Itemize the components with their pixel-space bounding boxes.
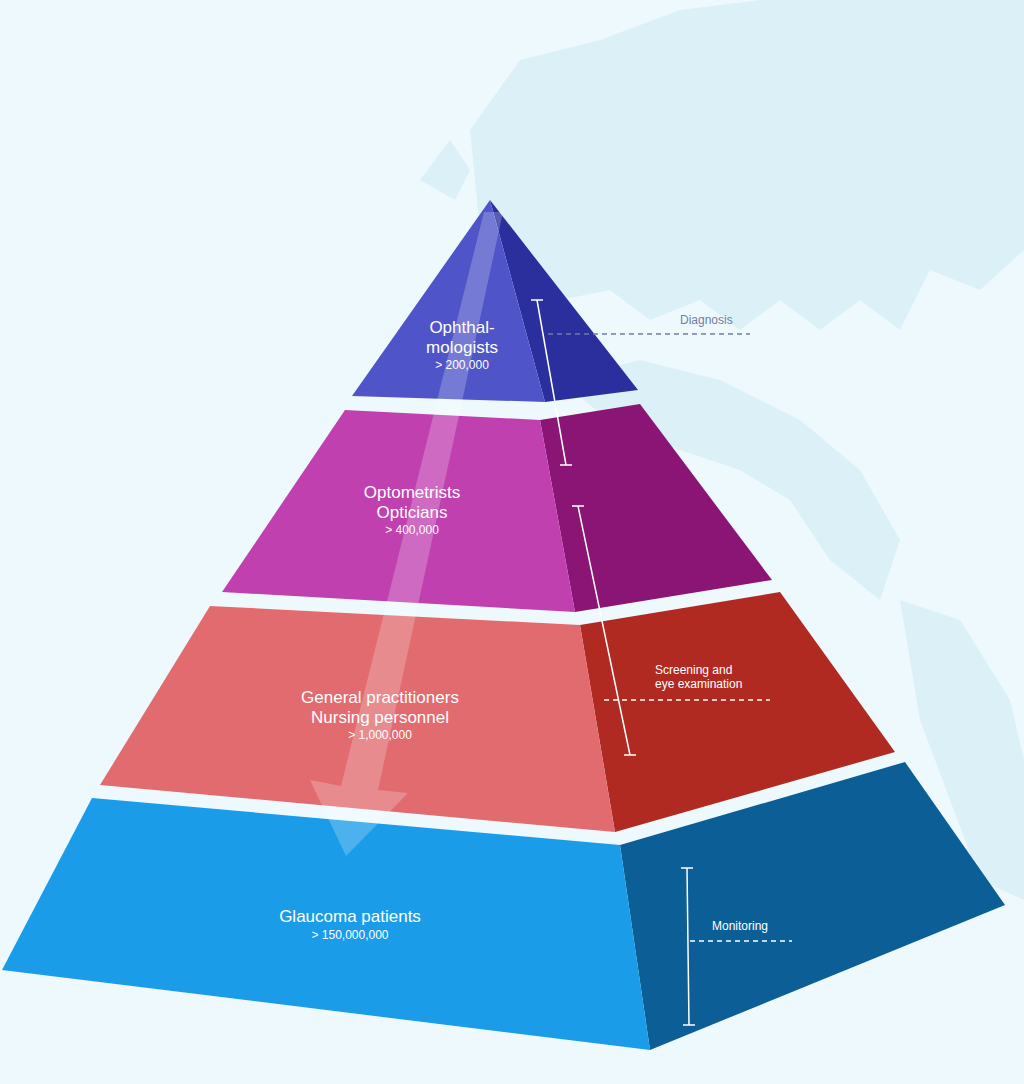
tier-front-face	[100, 606, 615, 832]
tier-title: Optometrists Opticians	[347, 483, 477, 522]
bracket-cap	[572, 505, 584, 507]
tier-text: Glaucoma patients > 150,000,000	[279, 907, 421, 942]
bracket-cap	[531, 299, 543, 301]
tier-side-face	[540, 404, 772, 612]
bracket-cap	[681, 867, 693, 869]
bracket-line	[578, 506, 630, 755]
pyramid-tier: Ophthal- mologists > 200,000	[352, 200, 638, 402]
tier-front-face	[222, 410, 575, 612]
leader-dashed	[548, 333, 750, 334]
pyramid-tier: Optometrists Opticians > 400,000	[222, 404, 772, 612]
tier-count: > 150,000,000	[279, 929, 421, 943]
leader-dashed	[604, 699, 770, 700]
bracket-cap	[683, 1024, 695, 1026]
tier-shape	[2, 762, 1005, 1050]
tier-title: General practitioners Nursing personnel	[275, 688, 485, 727]
bracket	[531, 300, 695, 1025]
tier-count: > 400,000	[347, 524, 477, 538]
stage-label: Monitoring	[712, 919, 768, 933]
bracket-line	[537, 300, 566, 465]
tier-text: General practitioners Nursing personnel >…	[275, 688, 485, 743]
pyramid-tier: General practitioners Nursing personnel >…	[100, 592, 895, 832]
bracket-cap	[624, 754, 636, 756]
stage-label: Screening and eye examination	[655, 663, 747, 692]
tier-shape	[100, 592, 895, 832]
pyramid-tier: Glaucoma patients > 150,000,000	[2, 762, 1005, 1050]
tier-front-face	[352, 200, 545, 402]
tier-count: > 200,000	[407, 359, 517, 373]
bracket-line	[687, 868, 689, 1025]
tier-title: Glaucoma patients	[279, 907, 421, 927]
leader-dashed	[690, 940, 792, 941]
tier-side-face	[620, 762, 1005, 1050]
tier-shape	[352, 200, 638, 402]
tier-text: Optometrists Opticians > 400,000	[347, 483, 477, 538]
tier-count: > 1,000,000	[275, 729, 485, 743]
bracket-cap	[560, 464, 572, 466]
flow-arrow	[310, 212, 503, 856]
tier-title: Ophthal- mologists	[407, 318, 517, 357]
tier-shape	[222, 404, 772, 612]
tier-text: Ophthal- mologists > 200,000	[407, 318, 517, 373]
stage-label: Diagnosis	[680, 313, 733, 327]
tier-front-face	[2, 798, 650, 1050]
